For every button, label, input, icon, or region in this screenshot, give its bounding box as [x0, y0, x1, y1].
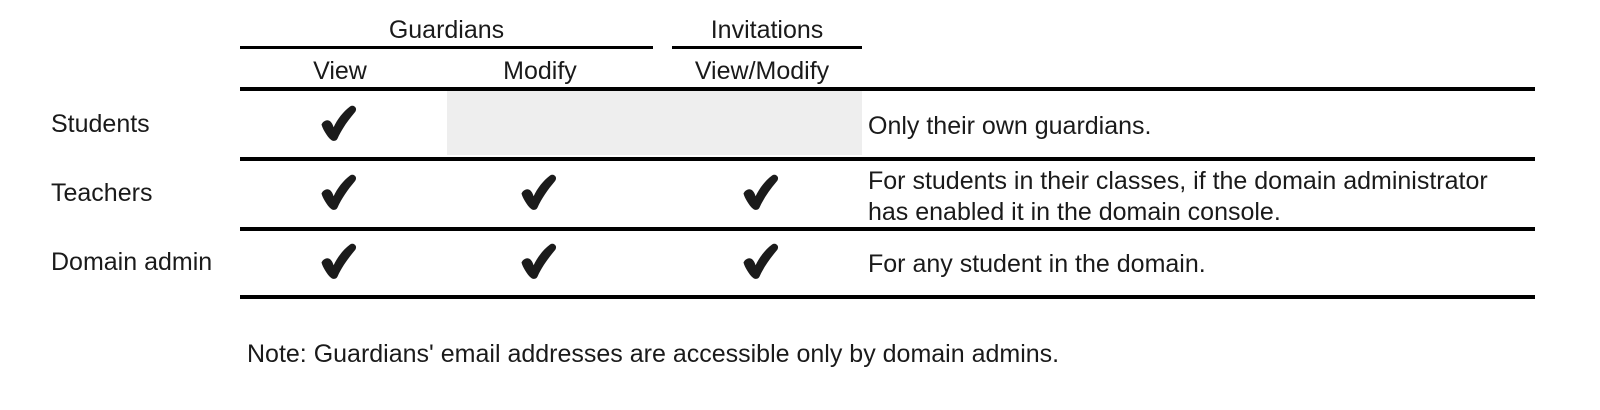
check-icon-domain-admin-view: [316, 240, 360, 284]
row-description-students: Only their own guardians.: [868, 112, 1152, 140]
table-rule-top: [240, 87, 1535, 91]
check-icon-domain-admin-invitations: [738, 240, 782, 284]
table-rule-bottom: [240, 295, 1535, 299]
group-rule-guardians: [240, 46, 653, 49]
check-icon-teachers-modify: [516, 171, 560, 215]
check-icon-students-view: [316, 102, 360, 146]
group-header-invitations: Invitations: [710, 16, 824, 44]
check-icon-teachers-view: [316, 171, 360, 215]
check-icon-teachers-invitations: [738, 171, 782, 215]
column-header-view-modify: View/Modify: [694, 57, 830, 85]
table-rule-after-teachers: [240, 227, 1535, 231]
row-description-teachers: For students in their classes, if the do…: [868, 167, 1488, 226]
check-icon-domain-admin-modify: [516, 240, 560, 284]
column-header-modify: Modify: [503, 57, 577, 85]
row-label-teachers: Teachers: [51, 179, 153, 207]
table-note: Note: Guardians' email addresses are acc…: [247, 340, 1060, 368]
group-header-guardians: Guardians: [388, 16, 505, 44]
row-label-domain-admin: Domain admin: [51, 248, 213, 276]
row-label-students: Students: [51, 110, 150, 138]
group-rule-invitations: [672, 46, 862, 49]
shaded-cell-students-modify-invitations: [447, 91, 862, 155]
table-rule-after-students: [240, 157, 1535, 161]
row-description-domain-admin: For any student in the domain.: [868, 250, 1206, 278]
column-header-view: View: [313, 57, 367, 85]
